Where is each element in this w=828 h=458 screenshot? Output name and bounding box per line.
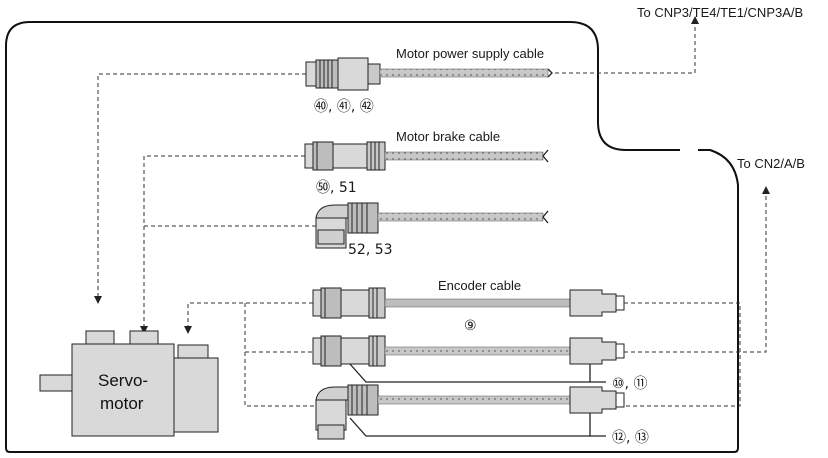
servo-motor	[39, 330, 219, 437]
power-part-numbers: ㊵, ㊶, ㊷	[314, 99, 374, 115]
power-cable	[379, 68, 549, 78]
enclosure-outline	[5, 21, 739, 453]
encoder-cable-straight	[384, 346, 571, 356]
power-connector	[305, 57, 381, 91]
encoder-straight-part-numbers: ⑩, ⑪	[612, 376, 647, 392]
brake-connector-straight	[304, 141, 386, 171]
brake-cable-angle	[377, 212, 544, 222]
encoder-dsub-angle	[569, 386, 625, 414]
encoder-connector-straight	[312, 335, 386, 367]
encoder-dsub-straight	[569, 337, 625, 365]
brake-straight-part-numbers: ㊿, 51	[316, 180, 357, 196]
servo-label-line1: Servo-	[98, 371, 148, 390]
encoder-connector-main	[312, 287, 386, 319]
to-cnp3-label: To CNP3/TE4/TE1/CNP3A/B	[637, 5, 803, 20]
encoder-cable-label: Encoder cable	[438, 278, 521, 293]
brake-angle-part-numbers: 52, 53	[348, 242, 393, 258]
encoder-angle-part-numbers: ⑫, ⑬	[612, 430, 649, 446]
encoder-dsub-main	[569, 289, 625, 317]
brake-connector-angle	[315, 202, 379, 249]
encoder-cable-main	[384, 298, 571, 308]
encoder-main-part-number: ⑨	[464, 318, 477, 334]
servo-label-line2: motor	[100, 394, 144, 413]
power-cable-label: Motor power supply cable	[396, 46, 544, 61]
encoder-cable-angle	[377, 395, 571, 405]
to-cn2-label: To CN2/A/B	[737, 156, 805, 171]
encoder-connector-angle	[315, 384, 379, 440]
brake-cable-straight	[384, 151, 544, 161]
brake-cable-label: Motor brake cable	[396, 129, 500, 144]
